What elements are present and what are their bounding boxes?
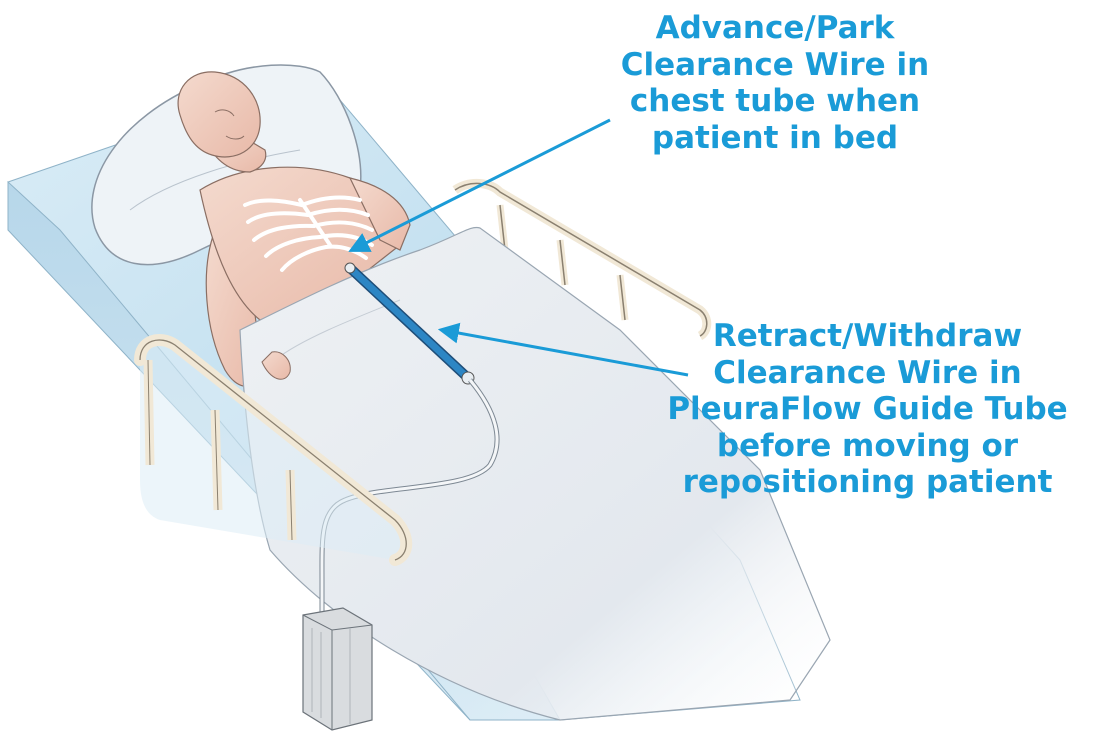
drainage-canister-icon <box>303 608 372 730</box>
retract-withdraw-callout: Retract/Withdraw Clearance Wire in Pleur… <box>630 318 1105 501</box>
callout-line: PleuraFlow Guide Tube <box>630 391 1105 428</box>
callout-line: patient in bed <box>560 120 990 157</box>
callout-line: Retract/Withdraw <box>630 318 1105 355</box>
callout-line: Clearance Wire in <box>560 47 990 84</box>
callout-line: before moving or <box>630 428 1105 465</box>
callout-line: Clearance Wire in <box>630 355 1105 392</box>
callout-line: chest tube when <box>560 83 990 120</box>
advance-park-callout: Advance/Park Clearance Wire in chest tub… <box>560 10 990 156</box>
callout-line: repositioning patient <box>630 464 1105 501</box>
callout-line: Advance/Park <box>560 10 990 47</box>
